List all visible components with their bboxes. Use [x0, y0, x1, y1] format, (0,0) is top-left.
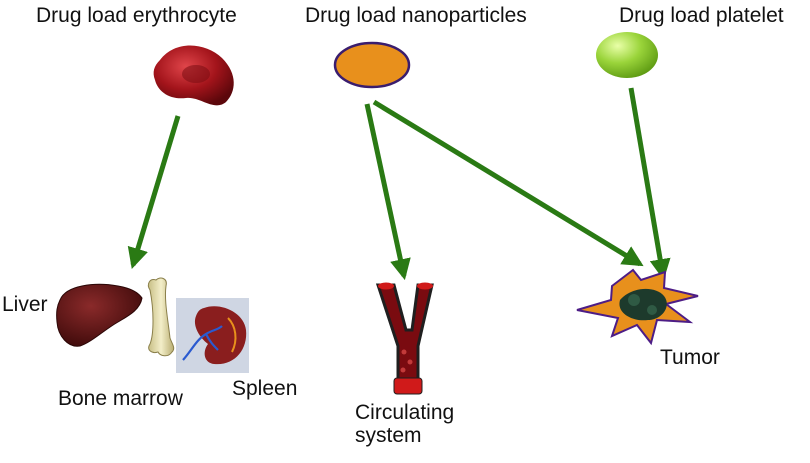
- arrow-nanoparticles-to-circulation: [364, 103, 411, 281]
- spleen-label: Spleen: [232, 377, 298, 400]
- arrow-erythrocyte-to-organs: [127, 115, 181, 270]
- platelet-icon: [596, 32, 658, 78]
- circulating-label-line1: Circulating: [355, 401, 455, 424]
- arrows: [127, 87, 671, 281]
- nanoparticles-label: Drug load nanoparticles: [305, 4, 527, 27]
- tumor-icon: [576, 268, 699, 346]
- platelet-label: Drug load platelet: [619, 4, 784, 27]
- liver-label: Liver: [2, 293, 48, 316]
- circulating-system-label: Circulating system: [355, 401, 454, 447]
- liver-icon: [56, 283, 143, 347]
- circulating-label-line2: system: [355, 424, 422, 448]
- tumor-label: Tumor: [660, 346, 720, 369]
- spleen-icon: [176, 298, 249, 373]
- arrow-nanoparticles-to-tumor: [372, 99, 644, 267]
- erythrocyte-label: Drug load erythrocyte: [36, 4, 237, 27]
- bone-marrow-label: Bone marrow: [58, 387, 183, 410]
- nanoparticle-icon: [333, 41, 411, 89]
- erythrocyte-icon: [153, 45, 234, 106]
- bone-icon: [147, 277, 175, 357]
- blood-vessel-icon: [375, 282, 434, 395]
- arrow-platelet-to-tumor: [628, 87, 671, 281]
